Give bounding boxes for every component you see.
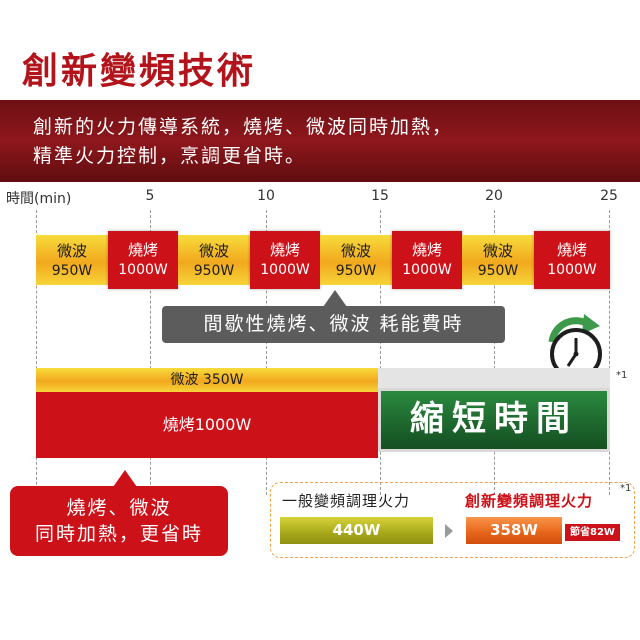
segment-power: 950W [477, 263, 519, 279]
segment-power: 950W [51, 263, 93, 279]
gridline [609, 210, 610, 495]
segment-mode: 燒烤 [127, 241, 158, 259]
innovative-inverter-label: 創新變頻調理火力 [465, 492, 594, 510]
segment-power: 950W [335, 263, 377, 279]
gridline [266, 210, 267, 495]
segment-power: 950W [193, 263, 235, 279]
gridline [36, 210, 37, 495]
gridline [494, 210, 495, 495]
sequence-segment-grill: 燒烤 1000W [392, 231, 462, 289]
time-tick-20: 20 [485, 188, 503, 204]
segment-mode: 微波 [198, 242, 229, 260]
clock-refresh-icon [548, 314, 602, 380]
time-tick-25: 25 [600, 188, 618, 204]
sequence-segment-grill: 燒烤 1000W [108, 231, 178, 289]
segment-mode: 微波 [340, 242, 371, 260]
footnote-marker: *1 [620, 483, 632, 494]
time-axis-label: 時間(min) [6, 191, 72, 207]
badge-line-1: 燒烤、微波 [66, 497, 172, 519]
sequence-segment-microwave: 微波 950W [178, 235, 250, 285]
segment-mode: 微波 [482, 242, 513, 260]
combined-grill-bar: 燒烤1000W [36, 392, 378, 458]
segment-mode: 燒烤 [269, 241, 300, 259]
general-power-bar: 440W [280, 517, 433, 544]
time-tick-15: 15 [371, 188, 389, 204]
innovative-power-bar: 358W [466, 517, 562, 544]
power-comparison-panel [270, 482, 635, 558]
segment-power: 1000W [547, 262, 597, 278]
footnote-marker: *1 [616, 370, 628, 381]
gridline [380, 210, 381, 495]
segment-power: 1000W [402, 262, 452, 278]
page-title: 創新變頻技術 [22, 51, 257, 92]
simultaneous-heating-badge: 燒烤、微波 同時加熱，更省時 [10, 486, 228, 556]
sequence-segment-microwave: 微波 950W [462, 235, 534, 285]
gridline [150, 210, 151, 495]
badge-line-2: 同時加熱，更省時 [34, 523, 203, 545]
intro-banner: 創新的火力傳導系統，燒烤、微波同時加熱， 精準火力控制，烹調更省時。 [0, 100, 640, 182]
general-inverter-label: 一般變頻調理火力 [282, 492, 411, 510]
callout-pointer [323, 290, 347, 307]
combined-microwave-bar: 微波 350W [36, 368, 378, 392]
segment-power: 1000W [118, 262, 168, 278]
sequence-segment-microwave: 微波 950W [36, 235, 108, 285]
badge-pointer [113, 470, 137, 487]
saving-badge: 節省82W [565, 524, 620, 541]
sequence-segment-microwave: 微波 950W [320, 235, 392, 285]
intermittent-callout: 間歇性燒烤、微波 耗能費時 [162, 306, 505, 343]
segment-mode: 微波 [56, 242, 87, 260]
segment-mode: 燒烤 [556, 241, 587, 259]
banner-line-1: 創新的火力傳導系統，燒烤、微波同時加熱， [33, 116, 454, 138]
segment-power: 1000W [260, 262, 310, 278]
shorten-time-box: 縮短時間 [378, 388, 610, 452]
banner-line-2: 精準火力控制，烹調更省時。 [33, 145, 307, 167]
segment-mode: 燒烤 [411, 241, 442, 259]
time-tick-5: 5 [145, 188, 155, 204]
time-tick-10: 10 [257, 188, 275, 204]
sequence-segment-grill: 燒烤 1000W [250, 231, 320, 289]
arrow-right-icon [445, 524, 453, 538]
sequence-segment-grill: 燒烤 1000W [534, 231, 610, 289]
